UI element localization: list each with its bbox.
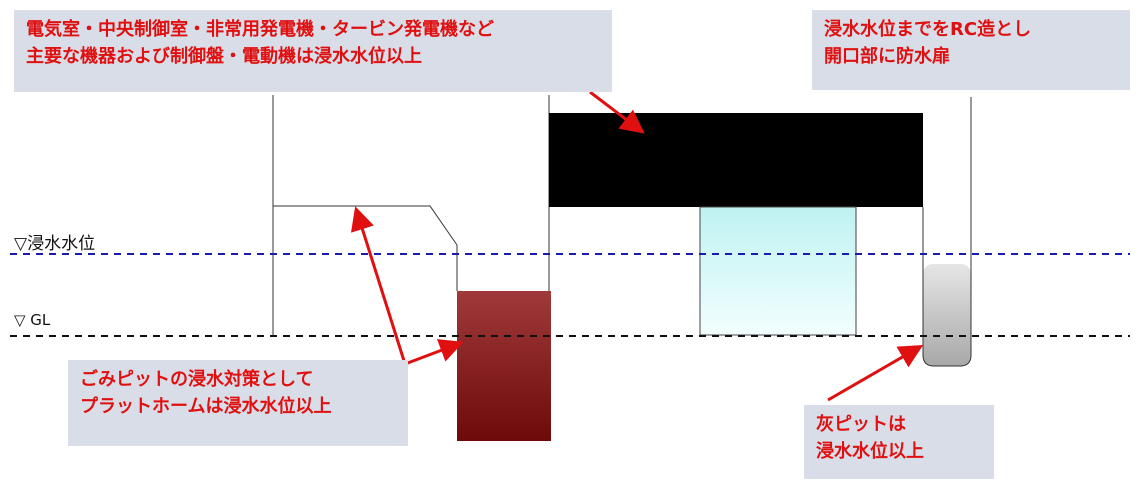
callout-rc-structure-line1: 浸水水位までをRC造とし <box>824 19 1032 40</box>
callout-ash-pit-line1: 灰ピットは <box>816 414 906 435</box>
callout-rc-structure-line2: 開口部に防水扉 <box>824 46 950 67</box>
water-tank <box>699 206 857 336</box>
callout-main-equipment-line1: 電気室・中央制御室・非常用発電機・タービン発電機など <box>26 19 494 40</box>
callout-ash-pit: 灰ピットは 浸水水位以上 <box>804 405 994 479</box>
callout-refuse-pit-line1: ごみピットの浸水対策として <box>80 369 314 390</box>
ash-pit-fill <box>923 264 971 366</box>
callout-ash-pit-line2: 浸水水位以上 <box>816 441 924 462</box>
callout-refuse-pit: ごみピットの浸水対策として プラットホームは浸水水位以上 <box>68 360 408 446</box>
ground-level-label: ▽ GL <box>14 311 51 329</box>
refuse-pit <box>457 291 551 441</box>
callout-main-equipment: 電気室・中央制御室・非常用発電機・タービン発電機など 主要な機器および制御盤・電… <box>14 10 612 92</box>
arrow-to-equipment <box>589 90 645 134</box>
callout-refuse-pit-line2: プラットホームは浸水水位以上 <box>80 396 332 417</box>
arrow-to-platform <box>350 206 407 365</box>
ash-pit-outline <box>922 97 972 367</box>
callout-main-equipment-line2: 主要な機器および制御盤・電動機は浸水水位以上 <box>26 46 422 67</box>
arrow-to-ash-pit <box>827 344 924 402</box>
callout-rc-structure: 浸水水位までをRC造とし 開口部に防水扉 <box>812 10 1130 90</box>
platform-outline <box>272 95 458 336</box>
flood-level-label: ▽浸水水位 <box>14 234 96 254</box>
arrow-to-refuse-pit <box>404 339 464 366</box>
main-equipment-block <box>549 113 923 207</box>
